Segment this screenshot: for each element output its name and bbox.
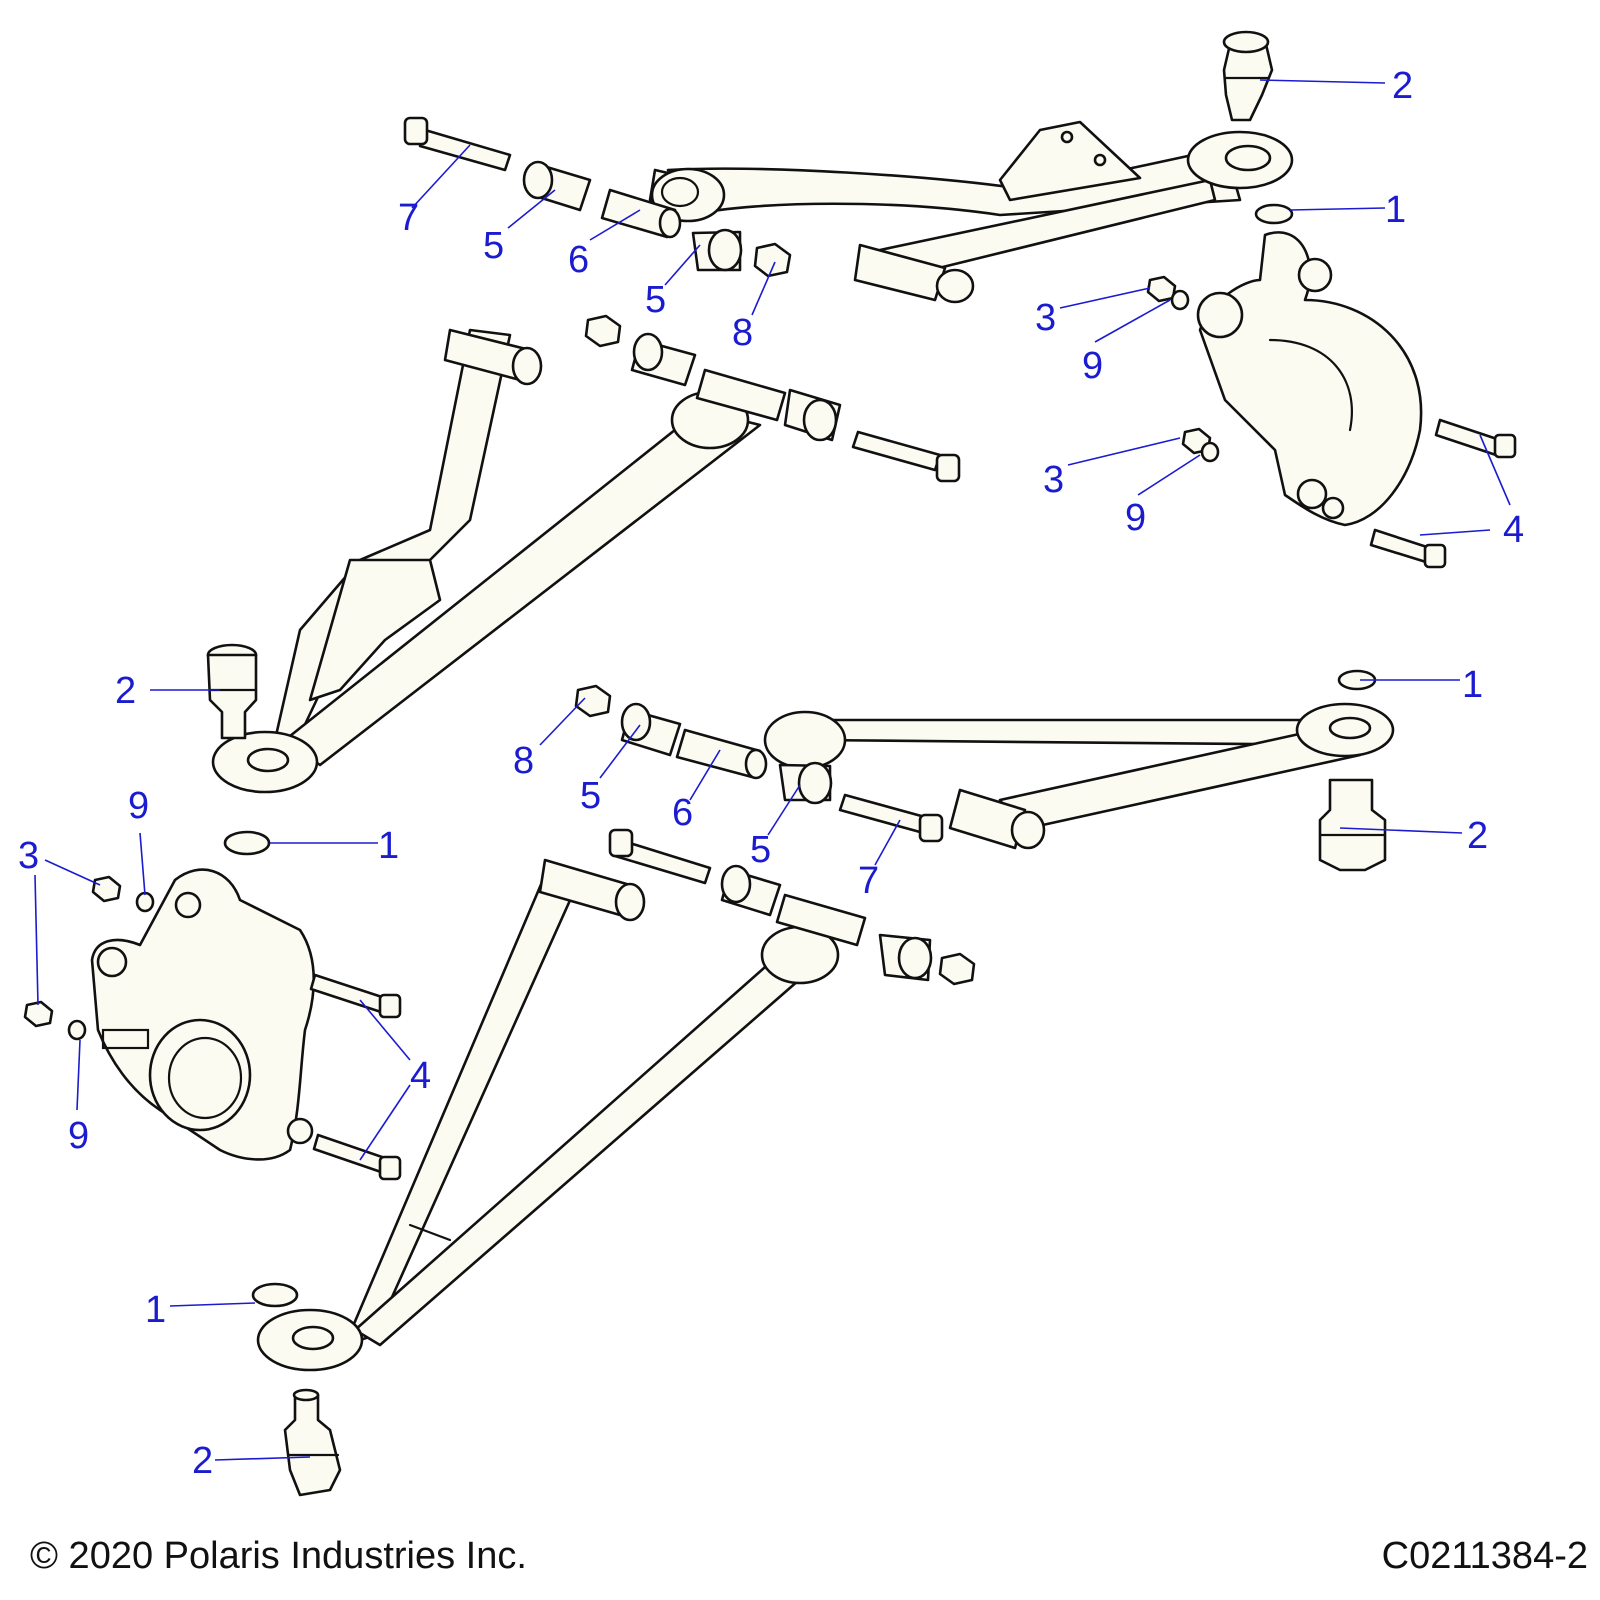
callout-9-left-a: 9 [128,785,149,827]
bushing-5-bottom-a [720,864,782,917]
callout-5-mid-b: 5 [750,829,771,871]
lower-control-arm-bottom [256,858,840,1372]
callout-2-top-right: 2 [1392,65,1413,107]
washer-9-left-a [135,891,155,913]
nut-3-right-a [1146,275,1177,303]
nut-8-mid [574,684,612,718]
ball-joint-top-right [1222,30,1274,122]
sleeve-6-mid-top [695,368,787,422]
callout-numbers: 2 1 7 5 6 5 8 3 9 3 9 4 4 2 1 8 5 6 5 7 … [18,65,1524,1482]
bushing-5-mid-top [630,332,697,387]
circlip-top-right [1254,203,1294,225]
drawing-id: C0211384-2 [1381,1535,1588,1577]
upper-control-arm-top [648,120,1294,304]
lower-control-arm-mid-right [763,702,1395,850]
callout-1-left: 1 [378,825,399,867]
bolt-4-left-a [309,973,402,1019]
callout-8-top: 8 [732,312,753,354]
bolt-7-mid [838,793,944,843]
callout-9-right-a: 9 [1082,345,1103,387]
ball-joint-mid-right [1318,778,1387,872]
callout-6-mid: 6 [672,792,693,834]
callout-1-top-right: 1 [1385,189,1406,231]
washer-9-right-a [1170,289,1190,311]
callout-5-top-a: 5 [483,225,504,267]
bolt-7-top [403,116,512,172]
ball-joint-mid-left [206,643,258,740]
nut-8-mid-top [584,314,622,348]
callout-2-mid-right: 2 [1467,815,1488,857]
callout-1-mid-right: 1 [1462,664,1483,706]
callout-3-left: 3 [18,835,39,877]
bushing-5-mid-top-b [783,388,842,442]
bolt-4-right-b [1369,528,1447,569]
callout-3-right-b: 3 [1043,459,1064,501]
callout-8-mid: 8 [513,740,534,782]
nut-3-left-b [23,1000,54,1028]
callout-2-mid-left: 2 [115,670,136,712]
sleeve-6-mid [675,728,768,780]
leader-lines [34,79,1511,1461]
callout-3-right-a: 3 [1035,297,1056,339]
bushing-5-top-b [691,228,743,272]
circlip-left [223,830,271,856]
callout-6-top: 6 [568,239,589,281]
callout-7-top: 7 [398,197,419,239]
washer-9-left-b [67,1019,87,1041]
bushing-5-mid-a [620,702,682,757]
callout-4-right-a: 4 [1503,509,1524,551]
ball-joint-bottom [283,1388,342,1497]
bolt-4-left-b [312,1133,402,1181]
callout-4-left: 4 [410,1055,431,1097]
bushing-5-bottom-b [878,933,933,982]
bolt-7-mid-top [851,430,961,483]
circlip-bottom [251,1282,299,1308]
steering-knuckle-left [90,868,315,1161]
nut-8-top [753,242,792,278]
steering-knuckle-right [1196,231,1423,527]
copyright-text: © 2020 Polaris Industries Inc. [30,1535,527,1577]
bolt-4-right-a [1434,418,1517,459]
bushing-5-top-a [522,160,592,212]
bolt-7-bottom [608,828,712,885]
callout-2-bottom: 2 [192,1440,213,1482]
nut-3-left-a [91,875,122,903]
callout-5-mid-a: 5 [580,775,601,817]
sleeve-6-top [600,188,682,239]
sleeve-6-bottom [775,893,867,947]
washer-9-right-b [1200,441,1220,463]
callout-9-left-b: 9 [68,1115,89,1157]
callout-9-right-b: 9 [1125,497,1146,539]
nut-8-bottom [938,952,976,986]
callout-7-mid: 7 [858,860,879,902]
callout-5-top-b: 5 [645,279,666,321]
bushing-5-mid-b [778,761,833,805]
callout-1-bottom: 1 [145,1289,166,1331]
